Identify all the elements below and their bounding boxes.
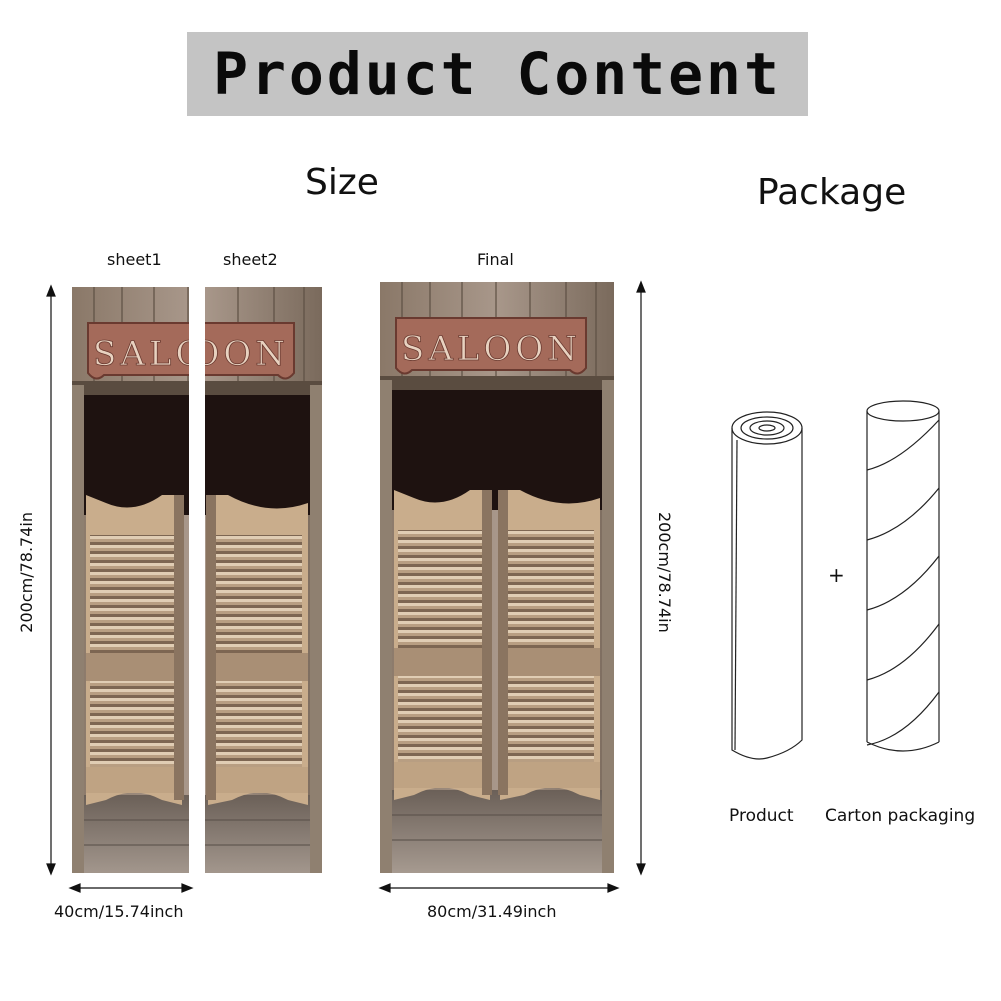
rolled-product-icon	[731, 411, 803, 760]
product-label: Product	[729, 806, 794, 826]
sheet2-label: sheet2	[223, 250, 278, 269]
final-label: Final	[477, 250, 514, 269]
sheet1-sign-text: SALOON	[93, 334, 273, 374]
size-heading: Size	[305, 162, 379, 203]
package-heading: Package	[757, 172, 907, 213]
sheet1-label: sheet1	[107, 250, 162, 269]
carton-tube-icon	[866, 400, 940, 752]
dimension-arrows	[46, 280, 646, 893]
final-sign-text: SALOON	[401, 329, 581, 369]
final-door-image	[380, 282, 614, 873]
banner-title: Product Content	[213, 40, 782, 108]
left-height-label: 200cm/78.74in	[17, 512, 36, 633]
final-width-label: 80cm/31.49inch	[427, 902, 557, 921]
carton-packaging-label: Carton packaging	[825, 806, 976, 826]
sheet-width-label: 40cm/15.74inch	[54, 902, 184, 921]
right-height-label: 200cm/78.74in	[655, 512, 674, 633]
plus-sign: +	[828, 563, 845, 587]
title-banner: Product Content	[187, 32, 808, 116]
sheet2-sign-text: SALOON	[109, 334, 289, 374]
